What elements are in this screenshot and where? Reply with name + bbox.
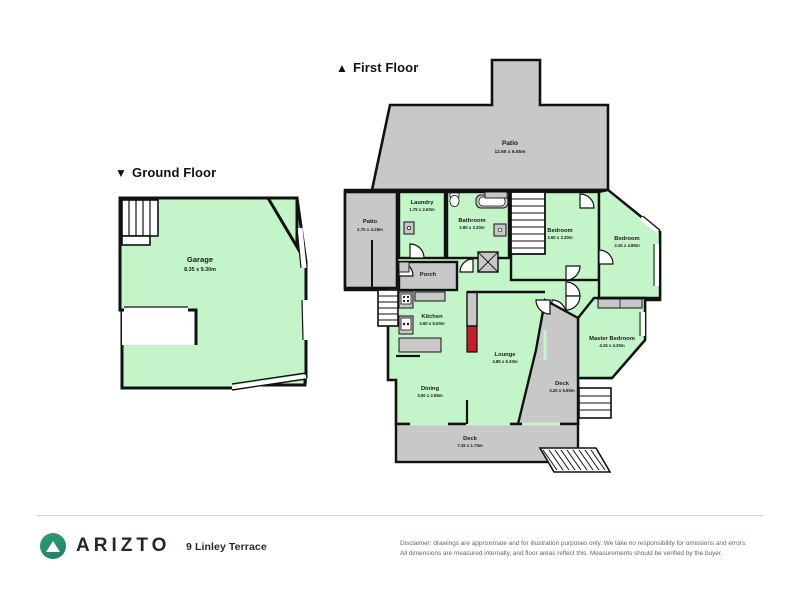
hallway-door-swing-c [565, 295, 581, 311]
bathroom-room-dim: 2.90 x 3.30m [459, 225, 485, 230]
bathroom-door-swing [459, 258, 474, 273]
fireplace-element [466, 325, 478, 353]
patio-top-shape [370, 58, 610, 192]
lounge-room-name: Lounge [495, 352, 517, 358]
patio-top-room-name: Patio [502, 140, 518, 147]
disclaimer-text: Disclaimer: drawings are approximate and… [400, 539, 760, 560]
dining-room-name: Dining [421, 386, 439, 392]
bedroom-2-closet-door-swing [565, 265, 581, 281]
lounge-partition-wall [466, 291, 478, 327]
kitchen-room-name: Kitchen [421, 314, 443, 320]
master-bedroom-room-dim: 4.15 x 4.30m [599, 343, 625, 348]
patio-top-room-dim: 12.65 x 6.55m [495, 149, 526, 155]
bedroom-3-east-window [653, 244, 659, 286]
patio-left-room-dim: 2.70 x 4.25m [357, 227, 383, 232]
ground-floor-group: Garage 8.35 x 9.30m [118, 196, 309, 391]
bedroom-3-window [639, 215, 661, 234]
bedroom-2-room-dim: 3.60 x 3.30m [547, 235, 573, 240]
bedroom-3-door-swing [598, 249, 614, 265]
lounge-room-dim: 3.85 x 6.30m [492, 359, 518, 364]
kitchen-room-dim: 3.60 x 5.00m [419, 321, 445, 326]
garage-staircase [121, 199, 159, 246]
garage-roller-door [231, 372, 307, 391]
deck-side-room-name: Deck [555, 381, 570, 387]
exterior-stairs-front [538, 447, 612, 473]
property-address: 9 Linley Terrace [186, 541, 267, 553]
exterior-stairs-deck-side [578, 387, 612, 419]
bedroom-2-room-name: Bedroom [547, 228, 572, 234]
first-floor-label-text: First Floor [352, 60, 419, 75]
garage-room-dim: 8.35 x 9.30m [184, 267, 216, 273]
dining-room-dim: 3.00 x 2.85m [417, 393, 443, 398]
ground-floor-label-text: Ground Floor [131, 165, 217, 180]
patio-left-room-name: Patio [363, 219, 378, 225]
arizto-mountain-logo [40, 533, 66, 559]
bathroom-vanity-icon [493, 223, 507, 237]
lounge-door-swing [535, 299, 551, 315]
bedroom-2-door-swing [579, 193, 595, 209]
brand-lockup: ARIZTO [40, 533, 170, 559]
master-bedroom-wardrobe [597, 298, 643, 309]
disclaimer-line-2: All dimensions are measured internally, … [400, 550, 723, 558]
shower-stall-icon [477, 251, 499, 273]
laundry-room-dim: 1.75 x 2.60m [409, 207, 435, 212]
kitchen-cooktop-icon [400, 293, 412, 305]
exterior-stairs-porch [377, 289, 399, 327]
bedroom-3-room-name: Bedroom [614, 236, 639, 242]
triangle-down-icon: ▼ [115, 166, 127, 180]
triangle-up-icon: ▲ [336, 61, 348, 75]
deck-front-room-name: Deck [463, 436, 478, 442]
bedroom-3-room-dim: 3.15 x 4.85m [614, 243, 640, 248]
garage-side-door-opening [124, 306, 188, 313]
utility-block-a [398, 261, 410, 273]
porch-room-name: Porch [420, 272, 437, 278]
brand-name: ARIZTO [76, 535, 171, 556]
first-floor-label: ▲ First Floor [336, 60, 418, 75]
first-floor-group: Patio 12.65 x 6.55m Patio 2.70 x 4.25m L… [343, 58, 662, 473]
garage-room-name: Garage [187, 255, 213, 264]
bedroom-3-room-shape [597, 188, 662, 300]
master-bedroom-room-name: Master Bedroom [589, 336, 635, 342]
bedroom-2-stair-treads [511, 198, 545, 249]
bedroom-2-stair-cover [510, 191, 546, 255]
utility-block-b [484, 191, 508, 199]
disclaimer-line-1: Disclaimer: drawings are approximate and… [400, 540, 747, 547]
footer-divider [36, 515, 764, 516]
garage-east-windows [296, 227, 309, 341]
laundry-door-swing [409, 243, 425, 259]
garage-lower-left-notch [122, 310, 196, 345]
kitchen-sink-icon [400, 317, 412, 331]
bathroom-room-name: Bathroom [458, 218, 485, 224]
footer [0, 515, 800, 600]
toilet-fixture-icon [449, 192, 460, 207]
laundry-room-name: Laundry [411, 200, 435, 206]
master-bedroom-window [639, 312, 645, 336]
ground-floor-label: ▼ Ground Floor [115, 165, 216, 180]
deck-side-room-dim: 3.20 x 5.90m [549, 388, 575, 393]
laundry-tub-drain-icon [407, 226, 411, 230]
deck-front-room-dim: 7.15 x 1.70m [457, 443, 483, 448]
mountain-glyph-icon [46, 541, 60, 552]
